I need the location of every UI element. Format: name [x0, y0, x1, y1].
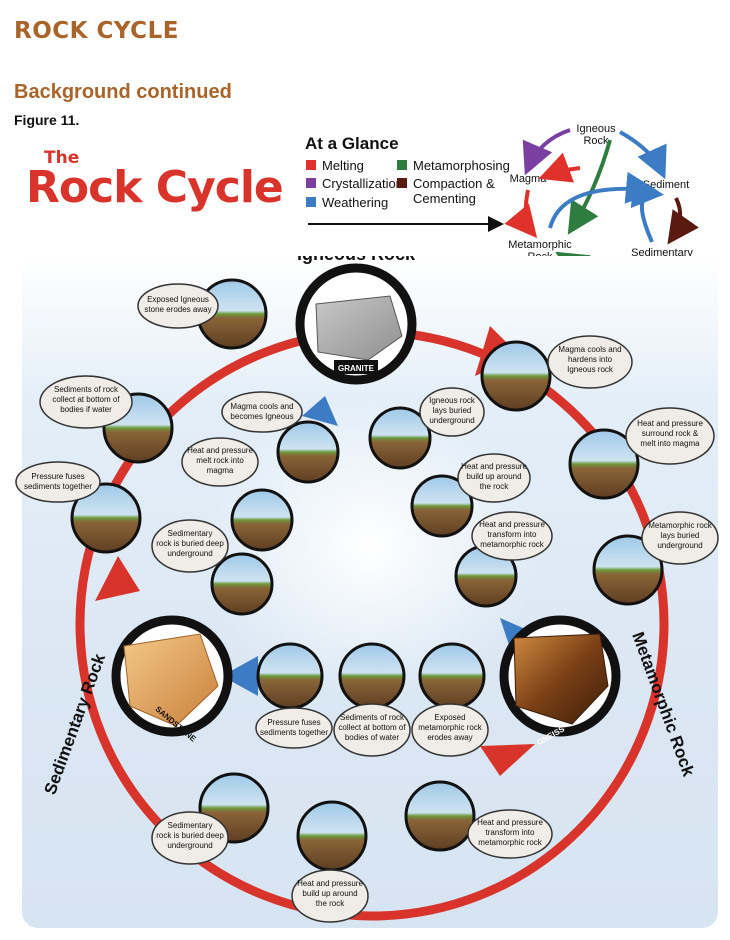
mini-arrow-crystallization	[522, 128, 571, 176]
arrow-head	[95, 556, 140, 601]
stage-circle	[70, 482, 142, 554]
legend-label: Metamorphosing	[413, 158, 510, 173]
stage-circle	[404, 780, 476, 852]
swatch-blue	[306, 197, 316, 207]
mini-arrow-weathering	[619, 130, 667, 180]
stage-circle	[568, 428, 640, 500]
main-diagram: GRANITE Igneous Rock SANDSTONE Sedimenta…	[15, 256, 719, 923]
stage-circle	[276, 420, 340, 484]
arrow-head	[302, 396, 338, 426]
stage-circle	[410, 474, 474, 538]
stage-circle	[256, 642, 324, 710]
mini-node-magma: Magma	[510, 173, 548, 185]
legend-title: At a Glance	[305, 134, 399, 153]
swatch-purple	[306, 178, 316, 188]
diagram-title: Rock Cycle	[26, 162, 284, 213]
mini-arrow-melting	[538, 152, 581, 183]
swatch-red	[306, 160, 316, 170]
stage-circle	[480, 340, 552, 412]
legend-label: Compaction & Cementing	[413, 176, 495, 206]
metamorphic-rock-node: GNEISS Metamorphic Rock	[499, 615, 698, 779]
legend-item-crystallization: Crystallization	[306, 176, 403, 191]
stage-circle	[418, 642, 486, 710]
sedimentary-rock-node: SANDSTONE Sedimentary Rock	[41, 615, 233, 797]
mini-arrow-weathering-2	[630, 176, 664, 243]
page-header: ROCK CYCLE	[14, 18, 179, 44]
legend-item-melting: Melting	[306, 158, 364, 173]
legend-label: Melting	[322, 158, 364, 173]
sample-label: GRANITE	[338, 364, 375, 373]
diagram-title-prefix: The	[44, 148, 80, 168]
mini-arrow-metamorphosing	[567, 139, 612, 235]
legend-item-compaction: Compaction & Cementing	[397, 176, 507, 206]
stage-circle	[592, 534, 664, 606]
igneous-rock-node: GRANITE Igneous Rock	[295, 256, 417, 385]
arrow-head	[222, 656, 258, 696]
stage-circle	[338, 642, 406, 710]
swatch-green	[397, 160, 407, 170]
mini-arrow-weathering-3	[548, 171, 658, 229]
arrow-head	[500, 618, 530, 648]
legend-label: Crystallization	[322, 176, 403, 191]
mini-arrow-melting-2	[504, 189, 538, 239]
stage-circle	[230, 488, 294, 552]
stage-circle	[368, 406, 432, 470]
legend-item-metamorphosing: Metamorphosing	[397, 158, 510, 173]
arrow-head	[480, 744, 535, 776]
figure-label: Figure 11.	[14, 112, 80, 128]
stage-circle	[210, 552, 274, 616]
swatch-brown	[397, 178, 407, 188]
legend-label: Weathering	[322, 195, 389, 210]
section-title: Background continued	[14, 81, 232, 103]
mini-arrow-compaction	[667, 197, 699, 245]
stage-circle	[296, 800, 368, 872]
rock-title: Igneous Rock	[297, 256, 416, 264]
legend-item-weathering: Weathering	[306, 195, 388, 210]
